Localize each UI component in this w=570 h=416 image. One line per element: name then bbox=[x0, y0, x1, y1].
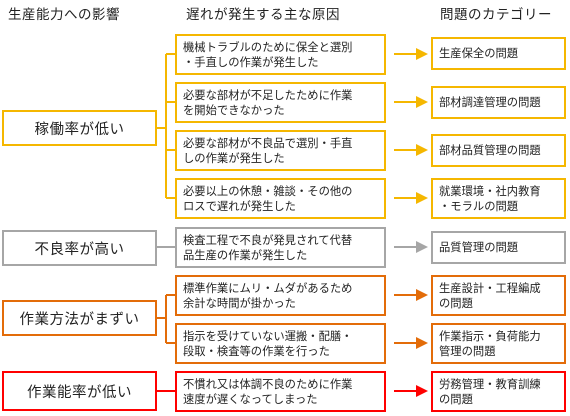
category-label: 不良率が高い bbox=[34, 241, 125, 258]
cause-box: 必要以上の休憩・雑談・その他の ロスで遅れが発生した bbox=[175, 178, 386, 219]
cause-text: 検査工程で不良が発見されて代替 品生産の作業が発生した bbox=[183, 233, 353, 262]
problem-text: 生産保全の問題 bbox=[439, 47, 519, 60]
header-impact: 生産能力への影響 bbox=[8, 7, 120, 23]
problem-box: 生産設計・工程編成 の問題 bbox=[431, 275, 566, 316]
cause-box: 標準作業にムリ・ムダがあるため 余計な時間が掛かった bbox=[175, 275, 386, 316]
arrow-head-icon bbox=[416, 192, 428, 204]
cause-text: 標準作業にムリ・ムダがあるため 余計な時間が掛かった bbox=[183, 281, 353, 310]
problem-text: 品質管理の問題 bbox=[439, 241, 519, 254]
problem-box: 部材調達管理の問題 bbox=[431, 86, 566, 119]
cause-box: 必要な部材が不足したために作業 を開始できなかった bbox=[175, 82, 386, 123]
cause-text: 指示を受けていない運搬・配膳・ 段取・検査等の作業を行った bbox=[183, 329, 353, 358]
arrow-head-icon bbox=[416, 241, 428, 253]
problem-text: 労務管理・教育訓練 の問題 bbox=[439, 377, 541, 406]
problem-box: 品質管理の問題 bbox=[431, 231, 566, 264]
cause-box: 検査工程で不良が発見されて代替 品生産の作業が発生した bbox=[175, 227, 386, 268]
problem-text: 部材品質管理の問題 bbox=[439, 144, 541, 157]
category-box-low-utilization: 稼働率が低い bbox=[2, 110, 157, 146]
problem-text: 作業指示・負荷能力 管理の問題 bbox=[439, 329, 541, 358]
problem-box: 作業指示・負荷能力 管理の問題 bbox=[431, 323, 566, 364]
cause-box: 必要な部材が不良品で選別・手直 しの作業が発生した bbox=[175, 130, 386, 171]
cause-text: 必要な部材が不良品で選別・手直 しの作業が発生した bbox=[183, 136, 353, 165]
arrow-head-icon bbox=[416, 96, 428, 108]
category-label: 作業方法がまずい bbox=[19, 311, 140, 328]
cause-text: 必要以上の休憩・雑談・その他の ロスで遅れが発生した bbox=[183, 184, 353, 213]
header-problem: 問題のカテゴリー bbox=[440, 7, 552, 23]
problem-box: 労務管理・教育訓練 の問題 bbox=[431, 371, 566, 412]
arrow-head-icon bbox=[416, 385, 428, 397]
problem-box: 就業環境・社内教育 ・モラルの問題 bbox=[431, 178, 566, 219]
arrow-head-icon bbox=[416, 337, 428, 349]
cause-text: 機械トラブルのために保全と選別 ・手直しの作業が発生した bbox=[183, 40, 353, 69]
problem-box: 生産保全の問題 bbox=[431, 37, 566, 70]
header-cause: 遅れが発生する主な原因 bbox=[186, 7, 340, 23]
problem-box: 部材品質管理の問題 bbox=[431, 134, 566, 167]
cause-box: 機械トラブルのために保全と選別 ・手直しの作業が発生した bbox=[175, 34, 386, 75]
category-box-low-work-efficiency: 作業能率が低い bbox=[2, 371, 157, 411]
category-label: 作業能率が低い bbox=[27, 384, 132, 401]
arrow-head-icon bbox=[416, 289, 428, 301]
problem-text: 就業環境・社内教育 ・モラルの問題 bbox=[439, 184, 541, 213]
cause-text: 不慣れ又は体調不良のために作業 速度が遅くなってしまった bbox=[183, 377, 353, 406]
category-label: 稼働率が低い bbox=[34, 121, 125, 138]
arrow-head-icon bbox=[416, 144, 428, 156]
cause-box: 不慣れ又は体調不良のために作業 速度が遅くなってしまった bbox=[175, 371, 386, 412]
cause-box: 指示を受けていない運搬・配膳・ 段取・検査等の作業を行った bbox=[175, 323, 386, 364]
category-box-poor-work-method: 作業方法がまずい bbox=[2, 300, 157, 336]
problem-text: 生産設計・工程編成 の問題 bbox=[439, 281, 541, 310]
cause-text: 必要な部材が不足したために作業 を開始できなかった bbox=[183, 88, 353, 117]
problem-text: 部材調達管理の問題 bbox=[439, 96, 541, 109]
arrow-head-icon bbox=[416, 48, 428, 60]
category-box-high-defect-rate: 不良率が高い bbox=[2, 230, 157, 266]
